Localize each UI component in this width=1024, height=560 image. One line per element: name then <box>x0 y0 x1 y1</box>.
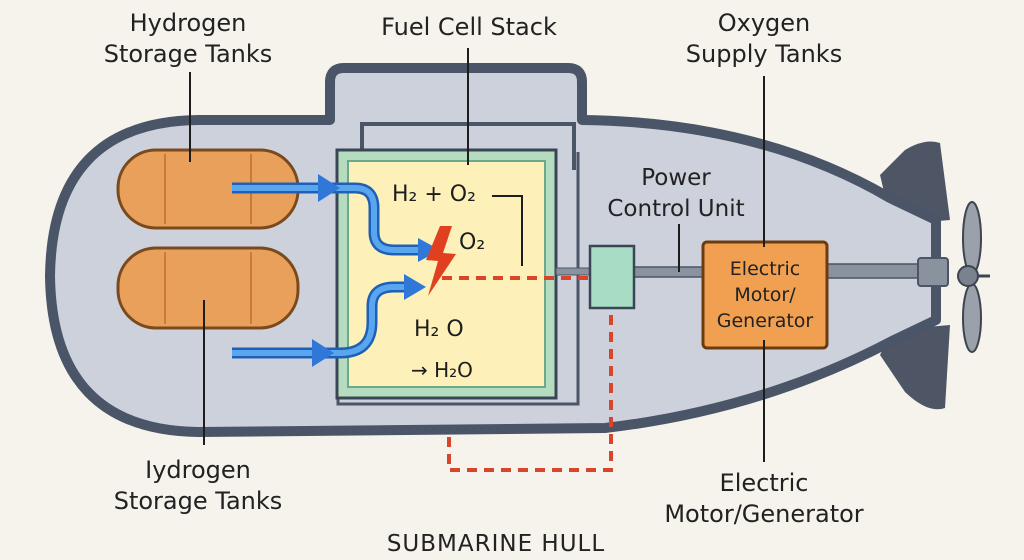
propeller-center <box>957 265 979 287</box>
hydrogen-arrow-upper-entry <box>318 174 340 202</box>
hydrogen-tank-lower <box>116 246 300 330</box>
electric-return-line <box>447 298 613 472</box>
label-fuel-cell-stack: Fuel Cell Stack <box>381 13 557 41</box>
power-control-unit-box <box>588 244 636 310</box>
reaction-o2: O₂ <box>459 230 486 255</box>
reaction-h2-o: H₂ O <box>414 317 464 342</box>
oxygen-feed-line <box>492 195 523 266</box>
label-power-control-unit: Power Control Unit <box>607 165 745 222</box>
lightning-bolt-icon <box>426 226 456 296</box>
hydrogen-arrow-upper-exit <box>418 238 440 262</box>
drive-shaft-middle <box>633 266 705 278</box>
label-submarine-hull: SUBMARINE HULL <box>386 531 606 557</box>
label-hydrogen-tanks-bottom: Iydrogen Storage Tanks <box>113 456 283 515</box>
propeller-blade-lower <box>962 283 982 353</box>
label-motor-generator-bottom: Electric Motor/Generator <box>664 469 864 528</box>
label-hydrogen-tanks-top: Hydrogen Storage Tanks <box>103 9 273 68</box>
propeller-hub <box>917 257 949 287</box>
hydrogen-arrow-lower-entry <box>312 339 334 367</box>
label-oxygen-supply-tanks: Oxygen Supply Tanks <box>685 9 843 68</box>
hydrogen-arrow-lower-exit <box>404 274 426 300</box>
lower-tail-fin <box>880 325 950 410</box>
propeller-blade-upper <box>962 201 982 275</box>
fuel-cell-stack-inner <box>347 160 546 388</box>
reaction-yields-water: → H₂O <box>411 358 473 382</box>
label-electric-motor-box: Electric Motor/ Generator <box>716 258 814 332</box>
reaction-h2-plus-o2: H₂ + O₂ <box>392 182 476 207</box>
drive-shaft-rear <box>826 263 920 279</box>
drive-shaft-front <box>555 267 591 276</box>
